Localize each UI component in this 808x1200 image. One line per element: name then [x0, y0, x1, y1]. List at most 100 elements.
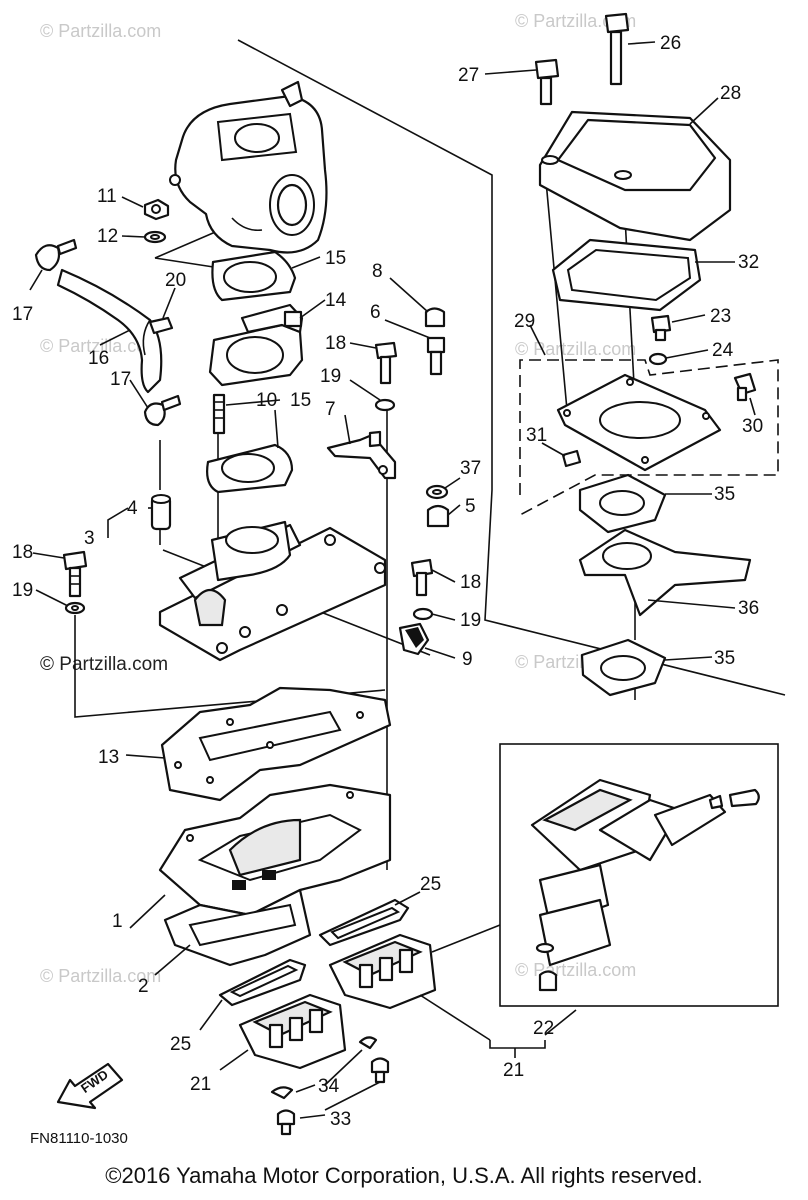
callout-34: 34: [318, 1076, 340, 1097]
bolt: [374, 341, 398, 385]
cap: [424, 307, 446, 328]
callout-35: 35: [714, 648, 735, 669]
fwd-arrow: FWD: [56, 1062, 124, 1110]
callout-32: 32: [738, 252, 759, 273]
gasket: [160, 686, 392, 802]
callout-9: 9: [462, 649, 473, 670]
callout-17: 17: [110, 369, 131, 390]
callout-21: 21: [190, 1074, 211, 1095]
hose-fitting: [148, 316, 174, 335]
callout-24: 24: [712, 340, 734, 361]
diagram-code: FN81110-1030: [30, 1130, 128, 1147]
callout-30: 30: [742, 416, 763, 437]
watermark: © Partzilla.com: [40, 654, 168, 675]
callout-16: 16: [88, 348, 109, 369]
watermark: © Partzilla.com: [40, 966, 161, 986]
watermark: © Partzilla.com: [40, 21, 161, 41]
callout-15: 15: [325, 248, 346, 269]
carburetor-body: [169, 80, 328, 254]
reed-valve: [328, 933, 437, 1010]
nut: [143, 198, 170, 221]
stud: [212, 393, 226, 435]
bolt: [650, 314, 672, 342]
callout-27: 27: [458, 65, 479, 86]
washer: [374, 398, 396, 412]
callout-13: 13: [98, 747, 119, 768]
callout-7: 7: [325, 399, 336, 420]
gasket: [578, 473, 667, 534]
bolt: [534, 58, 560, 106]
callout-8: 8: [372, 261, 383, 282]
leader-lines: [29, 41, 756, 1119]
watermark: © Partzilla.com: [40, 336, 161, 356]
callout-37: 37: [460, 458, 481, 479]
callout-4: 4: [127, 498, 138, 519]
callout-23: 23: [710, 306, 731, 327]
intake-manifold: [158, 520, 387, 662]
callout-18: 18: [12, 542, 33, 563]
fitting: [733, 372, 757, 402]
copyright-notice: ©2016 Yamaha Motor Corporation, U.S.A. A…: [105, 1163, 703, 1188]
callout-1: 1: [112, 911, 123, 932]
gasket: [580, 638, 667, 697]
callout-36: 36: [738, 598, 759, 619]
callout-29: 29: [514, 311, 535, 332]
nut: [426, 504, 450, 528]
washer: [143, 230, 167, 244]
callouts: 1 2 3 4 5 6 7 8 9 10 11 12 13 14 15 15 1…: [12, 33, 763, 1130]
spacer: [578, 528, 752, 617]
callout-2: 2: [138, 976, 149, 997]
bolt: [62, 550, 88, 598]
callout-12: 12: [97, 226, 118, 247]
gasket: [211, 250, 297, 302]
gasket: [163, 888, 312, 967]
fitting: [426, 336, 446, 376]
callout-15: 15: [290, 390, 311, 411]
callout-19: 19: [12, 580, 33, 601]
watermark: © Partzilla.com: [515, 960, 636, 980]
bracket: [326, 430, 397, 480]
washer: [64, 601, 86, 615]
callout-33: 33: [330, 1109, 351, 1130]
screw: [276, 1057, 390, 1136]
callout-21: 21: [503, 1060, 524, 1081]
callout-18: 18: [325, 333, 346, 354]
bolt: [604, 12, 630, 86]
washer: [412, 607, 434, 621]
callout-14: 14: [325, 290, 347, 311]
callout-31: 31: [526, 425, 547, 446]
seal: [551, 238, 702, 312]
callout-6: 6: [370, 302, 381, 323]
collar: [150, 494, 172, 531]
callout-19: 19: [460, 610, 481, 631]
callout-5: 5: [465, 496, 476, 517]
bolt: [410, 558, 434, 597]
clip: [270, 1036, 378, 1100]
callout-11: 11: [97, 186, 117, 207]
callout-25: 25: [170, 1034, 191, 1055]
reed-valve: [238, 993, 347, 1070]
airbox-cover: [538, 110, 732, 242]
callout-3: 3: [84, 528, 95, 549]
callout-28: 28: [720, 83, 741, 104]
hose-clamp: [34, 238, 78, 272]
reed-valve-housing: [158, 783, 392, 917]
callout-18: 18: [460, 572, 481, 593]
gasket: [318, 898, 410, 947]
washer: [648, 352, 668, 366]
screw: [561, 449, 582, 468]
callout-19: 19: [320, 366, 341, 387]
callout-17: 17: [12, 304, 33, 325]
callout-22: 22: [533, 1018, 554, 1039]
gasket: [218, 958, 307, 1007]
gasket: [206, 443, 294, 494]
hose-clamp: [143, 394, 182, 427]
washer: [425, 484, 449, 500]
callout-35: 35: [714, 484, 735, 505]
hose: [56, 268, 163, 394]
callout-26: 26: [660, 33, 681, 54]
airbox-base: [556, 373, 722, 472]
reed-valve-detail-inset: [431, 743, 779, 1007]
callout-25: 25: [420, 874, 441, 895]
